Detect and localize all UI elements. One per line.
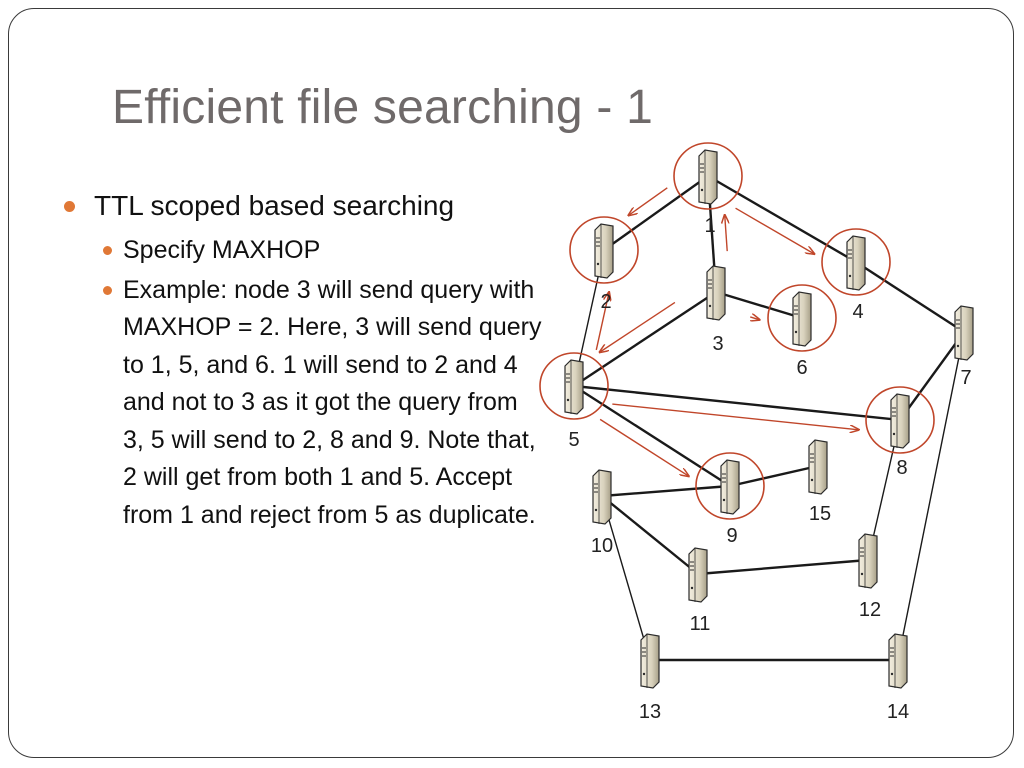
bullet-dot-icon [103,246,112,255]
server-node-7-icon [954,305,974,361]
query-arrow-3-5 [600,301,676,352]
highlight-circle-node-6 [767,284,837,352]
node-label-11: 11 [690,613,711,635]
arrows-layer [595,187,858,476]
highlight-circle-node-2 [569,216,639,284]
link-5-9 [573,384,731,488]
bullet-list: TTL scoped based searching Specify MAXHO… [62,186,542,534]
highlight-circle-node-5 [539,352,609,420]
link-9-15 [729,464,819,488]
highlight-layer [539,142,935,520]
slide-title: Efficient file searching - 1 [112,81,653,134]
link-8-7 [899,331,965,421]
link-9-10 [601,484,731,498]
link-5-8 [573,384,901,422]
node-label-15: 15 [809,503,831,525]
query-arrow-5-8 [612,403,858,430]
node-label-13: 13 [639,701,661,723]
server-node-2-icon [594,223,614,279]
highlight-circle-node-8 [865,386,935,454]
server-node-14-icon [888,633,908,689]
server-node-10-icon [592,469,612,525]
node-label-7: 7 [960,367,971,389]
node-label-6: 6 [796,357,807,379]
link-3-6 [715,290,803,320]
server-node-9-icon [720,459,740,515]
link-11-12 [697,558,869,576]
bullet-dot-icon [64,201,75,212]
node-label-3: 3 [712,333,723,355]
query-arrow-5-9 [599,418,689,476]
query-arrow-1-4 [735,207,815,254]
server-node-1-icon [698,149,718,205]
sub-bullet-text: Example: node 3 will send query with MAX… [123,275,542,529]
server-node-15-icon [808,439,828,495]
bullet-text: TTL scoped based searching [94,190,455,221]
link-1-4 [707,174,857,264]
link-10-13 [601,495,651,661]
link-10-11 [601,495,699,575]
highlight-circle-node-9 [695,452,765,520]
node-label-2: 2 [600,291,611,313]
node-label-9: 9 [726,525,737,547]
query-arrow-5-2 [595,292,609,351]
link-14-7 [897,331,965,661]
server-node-3-icon [706,265,726,321]
server-node-4-icon [846,235,866,291]
node-label-1: 1 [704,215,715,237]
server-node-6-icon [792,291,812,347]
node-label-8: 8 [896,457,907,479]
node-label-12: 12 [859,599,881,621]
query-arrow-1-2 [628,187,668,216]
link-3-5 [573,290,717,388]
nodes-layer [564,149,974,689]
sub-bullet-text: Specify MAXHOP [123,236,321,264]
server-node-8-icon [890,393,910,449]
server-node-11-icon [688,547,708,603]
sub-bullet-list: Specify MAXHOP Example: node 3 will send… [62,232,542,534]
highlight-circle-node-1 [673,142,743,210]
server-node-12-icon [858,533,878,589]
link-1-2 [603,175,709,251]
bullet-level1: TTL scoped based searching [62,186,542,226]
node-label-10: 10 [591,535,613,557]
sub-bullet: Specify MAXHOP [62,232,542,270]
highlight-circle-node-4 [821,228,891,296]
links-layer [573,174,965,662]
bullet-dot-icon [103,285,112,295]
query-arrow-3-1 [725,215,727,252]
node-label-5: 5 [568,429,579,451]
server-node-13-icon [640,633,660,689]
query-arrow-3-6 [750,317,759,320]
node-label-14: 14 [887,701,909,723]
sub-bullet: Example: node 3 will send query with MAX… [62,272,542,535]
server-node-5-icon [564,359,584,415]
slide-frame [8,8,1014,758]
link-4-7 [855,260,965,334]
node-label-4: 4 [852,301,863,323]
